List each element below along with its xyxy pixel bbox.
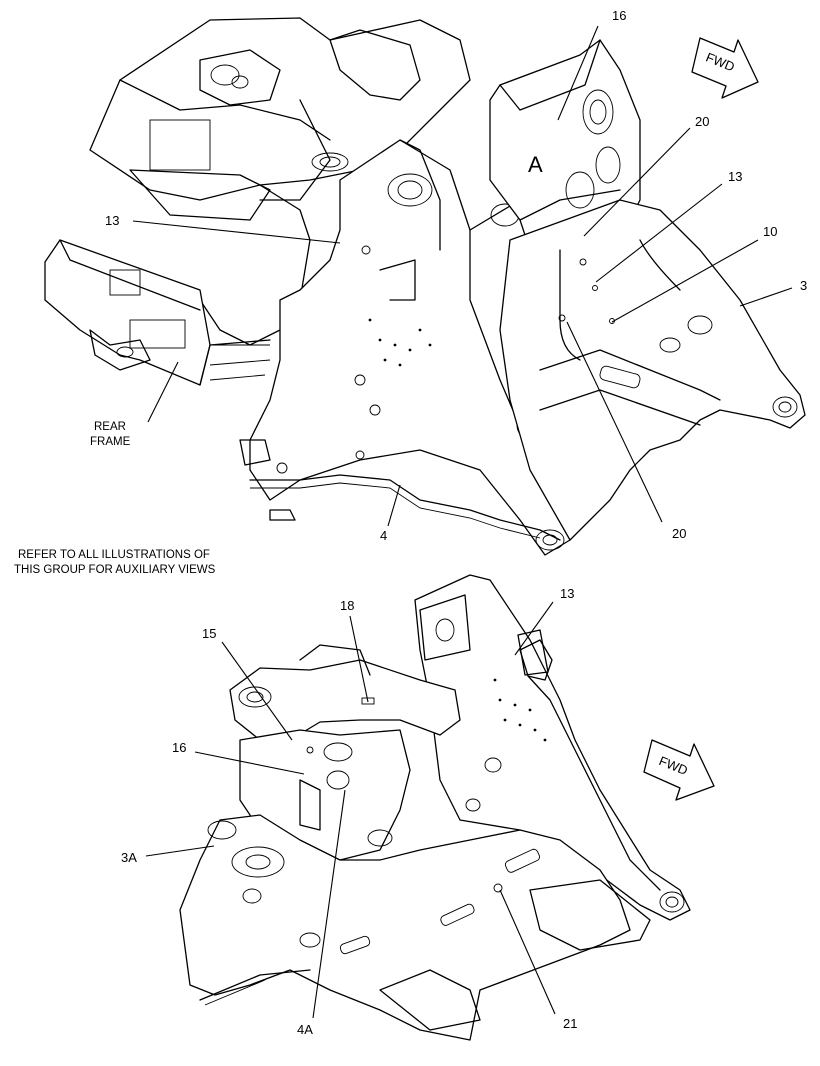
upper-view: A 16 20 13 10 3 13 20 4 REAR FRAME xyxy=(44,8,807,556)
callout-21: 21 xyxy=(563,1016,577,1031)
callout-20-upper-b: 20 xyxy=(672,526,686,541)
callout-13-lower: 13 xyxy=(560,586,574,601)
lower-bolt-dots xyxy=(493,678,547,742)
bolt-dot-pattern xyxy=(368,318,432,367)
callout-10: 10 xyxy=(763,224,777,239)
upper-callouts: 16 20 13 10 3 13 20 4 xyxy=(105,8,807,543)
rear-frame-label-line2: FRAME xyxy=(90,436,131,448)
fwd-arrow-lower: FWD xyxy=(643,739,715,801)
callout-13-upper-a: 13 xyxy=(728,169,742,184)
refer-note-line1: REFER TO ALL ILLUSTRATIONS OF xyxy=(18,549,210,561)
callout-18: 18 xyxy=(340,598,354,613)
callout-4A: 4A xyxy=(297,1022,313,1037)
callout-4: 4 xyxy=(380,528,387,543)
callout-3: 3 xyxy=(800,278,807,293)
callout-16-upper: 16 xyxy=(612,8,626,23)
front-frame-assembly xyxy=(239,39,806,556)
lower-callouts: 18 13 15 16 3A 4A 21 xyxy=(121,586,577,1037)
lower-frame-assembly xyxy=(179,574,691,1041)
callout-16-lower: 16 xyxy=(172,740,186,755)
callout-20-upper-a: 20 xyxy=(695,114,709,129)
callout-13-upper-b: 13 xyxy=(105,213,119,228)
rear-frame-assembly xyxy=(44,17,471,386)
callout-15: 15 xyxy=(202,626,216,641)
lower-view: 18 13 15 16 3A 4A 21 FWD xyxy=(121,574,715,1041)
view-a-label: A xyxy=(528,152,543,177)
fwd-arrow-upper: FWD xyxy=(691,37,759,99)
callout-3A: 3A xyxy=(121,850,137,865)
rear-frame-label-line1: REAR xyxy=(94,421,126,433)
refer-note-line2: THIS GROUP FOR AUXILIARY VIEWS xyxy=(14,564,216,576)
